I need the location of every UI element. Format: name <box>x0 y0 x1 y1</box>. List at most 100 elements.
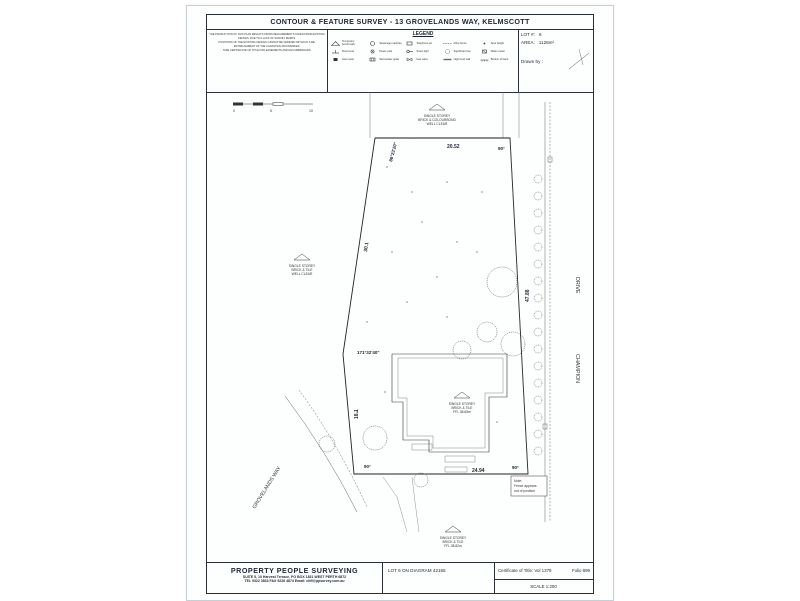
legend-item: High level wall <box>443 57 478 62</box>
spot-heights <box>356 166 498 423</box>
note-line: THE PRODUCTION OF THIS PLAN RESULTS FROM… <box>209 33 325 40</box>
svg-text:FFL 38.65m: FFL 38.65m <box>453 410 471 414</box>
legend-grid: Temporary benchmark Sewerage manhole Tel… <box>328 37 518 62</box>
tree-icon <box>476 321 498 343</box>
wall-icon <box>443 58 452 61</box>
bearing-top-left: 86°23'20" <box>388 142 398 163</box>
tree-icon <box>500 331 526 357</box>
street-label-grovelands: GROVELANDS WAY <box>252 465 283 510</box>
legend-item: Fibre fence <box>442 40 478 46</box>
legend-item: Spot height <box>480 40 515 46</box>
svg-text:BRICK & TILE: BRICK & TILE <box>442 540 464 544</box>
lot-boundary <box>342 137 529 475</box>
header-block: THE PRODUCTION OF THIS PLAN RESULTS FROM… <box>207 29 593 93</box>
folio: Folio 899 <box>571 568 590 573</box>
svg-text:WELL CLEAR: WELL CLEAR <box>292 272 313 276</box>
legend-item: Stormwater grate <box>368 57 403 62</box>
scale-bar: 0 5 10 <box>233 102 313 113</box>
svg-text:out of position: out of position <box>514 489 535 493</box>
svg-text:BRICK & COLOURBOND: BRICK & COLOURBOND <box>418 118 456 122</box>
footer-block: PROPERTY PEOPLE SURVEYING SUITE 5, 10 Ha… <box>207 562 593 594</box>
house-bottom: SINGLE STOREY BRICK & TILE FFL 38.82m <box>440 525 467 548</box>
title-panel: Certificate of Title: Vol 1379 Folio 899… <box>494 563 593 594</box>
svg-text:SINGLE STOREY: SINGLE STOREY <box>449 402 476 406</box>
fence-icon <box>442 42 452 44</box>
scale-tick: 10 <box>309 109 313 113</box>
certificate-of-title: Certificate of Title: Vol 1379 <box>498 568 552 573</box>
survey-title: CONTOUR & FEATURE SURVEY - 13 GROVELANDS… <box>207 15 593 30</box>
trees <box>318 266 526 488</box>
tree-icon <box>452 340 472 360</box>
street-trees <box>533 174 543 456</box>
survey-plan: 0 5 10 SINGLE STOREY BRICK & COLOURBOND … <box>207 92 593 562</box>
dim-bottom: 24.94 <box>472 468 485 474</box>
svg-text:Note:: Note: <box>514 479 522 483</box>
legend-item: Telephone pit <box>405 40 440 46</box>
survey-frame: CONTOUR & FEATURE SURVEY - 13 GROVELANDS… <box>206 14 594 594</box>
svg-text:BRICK & TILE: BRICK & TILE <box>291 268 313 272</box>
manhole-icon <box>370 40 375 46</box>
dimensions: 20.52 30.1 47.88 18.1 24.94 86°23'20" 90… <box>354 142 531 474</box>
dim-left: 30.1 <box>363 242 370 253</box>
fence-note: Note: Fence appears out of position <box>510 475 548 497</box>
lower-fences <box>382 476 420 533</box>
svg-text:SINGLE STOREY: SINGLE STOREY <box>440 536 467 540</box>
note-line: TAKE CERTIFICATE OF TITLE FOR EASEMENTS … <box>222 49 312 53</box>
diagram-panel: LOT 6 ON DIAGRAM 42165 <box>382 563 495 594</box>
street-light-icon <box>406 49 414 54</box>
scale-tick: 5 <box>270 109 272 113</box>
legend-item: Gas valve <box>405 57 440 62</box>
water-meter-icon <box>481 49 487 54</box>
gas-meter-icon <box>333 58 338 61</box>
legend-panel: LEGEND Temporary benchmark Sewerage manh… <box>327 29 519 92</box>
tree-icon <box>362 425 388 451</box>
bearing-mid: 171°32'40" <box>357 350 380 355</box>
svg-text:SINGLE STOREY: SINGLE STOREY <box>289 264 316 268</box>
champion-drive-road <box>542 102 553 522</box>
scale-tick: 0 <box>233 109 235 113</box>
dim-bottom-left: 18.1 <box>354 409 360 419</box>
tree-icon <box>413 472 429 488</box>
plan-drawing: 0 5 10 SINGLE STOREY BRICK & COLOURBOND … <box>233 92 580 548</box>
svg-text:BRICK & TILE: BRICK & TILE <box>451 406 473 410</box>
legend-item: Sewerage manhole <box>368 40 403 46</box>
scale-label: SCALE 1:200 <box>494 579 593 595</box>
legend-item: Significant tree <box>443 49 478 54</box>
legend-item: Gas meter <box>331 57 366 62</box>
lot-info-panel: LOT #:6 AREA:1126m² Drawn by : <box>517 29 593 92</box>
legend-item: Street light <box>405 49 440 54</box>
company-name: PROPERTY PEOPLE SURVEYING <box>230 566 359 575</box>
drawn-by: Drawn by : <box>521 59 543 64</box>
house-left: SINGLE STOREY BRICK & TILE WELL CLEAR <box>289 253 316 276</box>
lot-area: AREA:1126m² <box>521 40 555 45</box>
bearing-top-right: 90° <box>498 146 505 151</box>
lot-number: LOT #:6 <box>521 32 542 37</box>
floor-level-icon <box>332 50 339 54</box>
diagram-reference: LOT 6 ON DIAGRAM 42165 <box>388 568 446 573</box>
grate-icon <box>369 57 376 62</box>
gas-valve-icon <box>407 57 413 62</box>
street-label-champion: CHAMPION <box>574 354 580 383</box>
legend-item: Floor level <box>331 49 366 54</box>
main-house-footprint <box>391 353 508 473</box>
legend-item: Water meter <box>480 49 515 54</box>
grovelands-way-road <box>284 389 368 513</box>
tree-icon <box>444 49 450 54</box>
note-line: POSITIONS OF THE EXISTING FENCES CANNOT … <box>218 41 316 48</box>
company-contact: TEL 9322 3833 FAX 9226 4874 Email: cliff… <box>244 579 345 584</box>
legend-item: Temporary benchmark <box>331 40 366 46</box>
power-pole-icon <box>370 49 375 54</box>
legend-item: Bottom of bank <box>480 57 515 62</box>
spot-height-icon <box>483 42 486 44</box>
bank-icon <box>480 59 489 62</box>
svg-text:SINGLE STOREY: SINGLE STOREY <box>424 114 451 118</box>
street-label-drive: DRIVE <box>574 277 580 294</box>
benchmark-icon <box>331 40 340 46</box>
survey-sheet: CONTOUR & FEATURE SURVEY - 13 GROVELANDS… <box>186 5 614 601</box>
dim-top: 20.52 <box>447 144 460 150</box>
tree-icon <box>486 266 518 298</box>
bearing-bottom-left: 90° <box>364 464 371 469</box>
svg-text:Fence appears: Fence appears <box>514 484 537 488</box>
survey-notes: THE PRODUCTION OF THIS PLAN RESULTS FROM… <box>209 33 325 54</box>
legend-title: LEGEND <box>412 31 434 37</box>
